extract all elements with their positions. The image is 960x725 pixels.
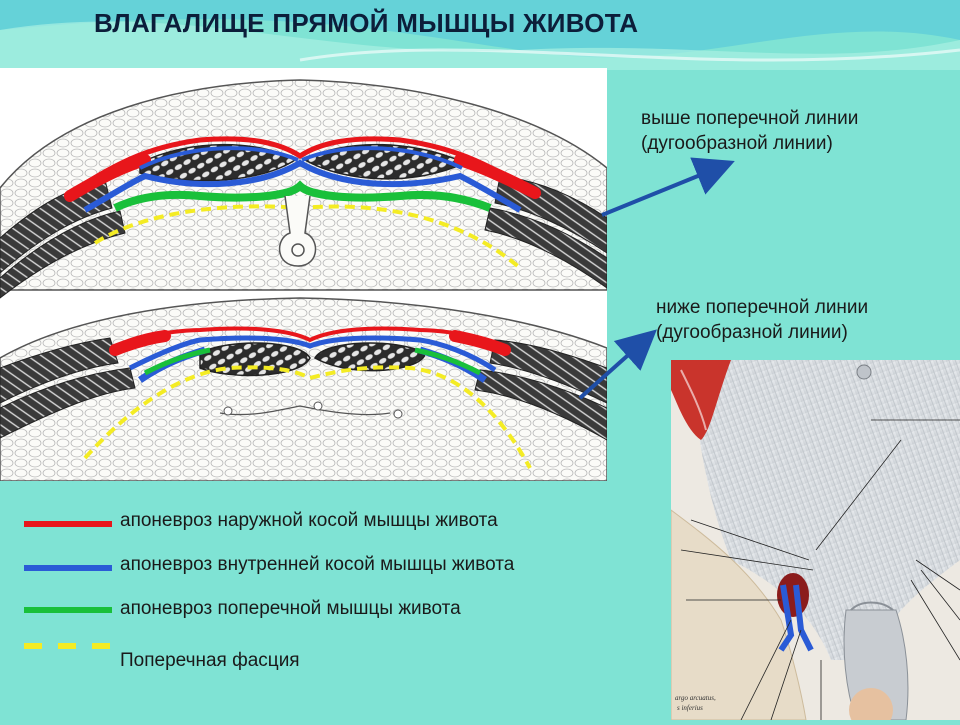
legend-item: апоневроз наружной косой мышцы живота xyxy=(24,508,624,548)
photo-caption-line-1: argo arcuatus, xyxy=(675,694,716,702)
photo-caption-line-2: s inferius xyxy=(677,704,703,712)
legend-label: Поперечная фасция xyxy=(120,650,300,671)
legend-swatch-green xyxy=(24,607,112,613)
label-below-arcuate-line: ниже поперечной линии (дугообразной лини… xyxy=(656,295,868,345)
cross-section-diagram xyxy=(0,79,608,482)
legend-item: апоневроз поперечной мышцы живота xyxy=(24,596,624,636)
section-above-arcuate-line xyxy=(0,79,608,299)
label-below-line-2: (дугообразной линии) xyxy=(656,322,848,343)
legend-swatch-red xyxy=(24,521,112,527)
legend-swatch-blue xyxy=(24,565,112,571)
legend-item: апоневроз внутренней косой мышцы живота xyxy=(24,552,624,592)
label-above-line-2: (дугообразной линии) xyxy=(641,133,833,154)
arrow-above xyxy=(601,157,735,217)
section-below-arcuate-line xyxy=(0,297,608,482)
page-title: ВЛАГАЛИЩЕ ПРЯМОЙ МЫШЦЫ ЖИВОТА xyxy=(94,8,639,38)
anatomical-illustration xyxy=(670,360,960,725)
legend-label: апоневроз внутренней косой мышцы живота xyxy=(120,554,515,575)
anatomical-photo: argo arcuatus, s inferius xyxy=(670,360,960,725)
legend-label: апоневроз наружной косой мышцы живота xyxy=(120,510,498,531)
label-below-line-1: ниже поперечной линии xyxy=(656,297,869,318)
legend-label: апоневроз поперечной мышцы живота xyxy=(120,598,461,619)
label-above-arcuate-line: выше поперечной линии (дугообразной лини… xyxy=(641,106,858,156)
legend-swatch-yellow-dashed xyxy=(24,643,112,649)
cross-section-panel xyxy=(0,68,608,482)
arrow-below xyxy=(578,329,657,400)
label-above-line-1: выше поперечной линии xyxy=(641,108,859,129)
legend-item: Поперечная фасция xyxy=(24,636,624,676)
